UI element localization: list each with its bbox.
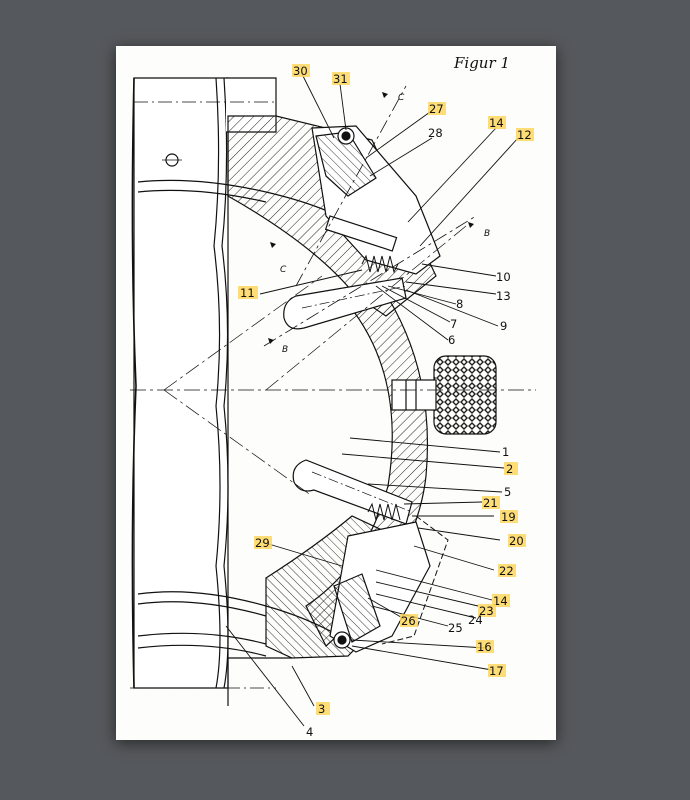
callout-19: 19 xyxy=(501,510,516,524)
section-marks: C C B B xyxy=(268,92,490,355)
callout-10: 10 xyxy=(496,270,511,284)
callout-26: 26 xyxy=(401,614,416,628)
callout-2: 2 xyxy=(506,462,513,476)
callout-23: 23 xyxy=(479,604,494,618)
callout-7: 7 xyxy=(450,317,457,331)
callout-31: 31 xyxy=(333,72,348,86)
section-mark-b-right: B xyxy=(484,229,490,239)
callout-28: 28 xyxy=(428,126,443,140)
callout-1: 1 xyxy=(502,445,509,459)
drawing-body xyxy=(130,77,536,706)
section-mark-c-top: C xyxy=(398,93,405,103)
callout-3: 3 xyxy=(318,702,325,716)
figure-title: Figur 1 xyxy=(453,54,510,72)
callout-4: 4 xyxy=(306,725,313,739)
callout-21: 21 xyxy=(483,496,498,510)
callout-20: 20 xyxy=(509,534,524,548)
callout-17: 17 xyxy=(489,664,504,678)
callout-22: 22 xyxy=(499,564,514,578)
callout-6: 6 xyxy=(448,333,455,347)
section-mark-b-left: B xyxy=(282,345,288,355)
technical-drawing: Figur 1 xyxy=(130,54,536,739)
callout-11: 11 xyxy=(240,286,255,300)
callout-24: 24 xyxy=(468,613,483,627)
callout-29: 29 xyxy=(255,536,270,550)
callout-25: 25 xyxy=(448,621,463,635)
callout-8: 8 xyxy=(456,297,463,311)
patent-drawing-sheet: Figur 1 xyxy=(116,46,556,740)
callout-labels: 30 31 27 28 14 12 10 13 11 8 9 7 6 1 2 5… xyxy=(238,64,534,739)
section-mark-c-left: C xyxy=(280,265,287,275)
callout-30: 30 xyxy=(293,64,308,78)
callout-16: 16 xyxy=(477,640,492,654)
callout-5: 5 xyxy=(504,485,511,499)
callout-14-top: 14 xyxy=(489,116,504,130)
callout-9: 9 xyxy=(500,319,507,333)
callout-14-bottom: 14 xyxy=(493,594,508,608)
callout-12: 12 xyxy=(517,128,532,142)
leader-lines xyxy=(225,73,519,727)
callout-13: 13 xyxy=(496,289,511,303)
callout-27: 27 xyxy=(429,102,444,116)
